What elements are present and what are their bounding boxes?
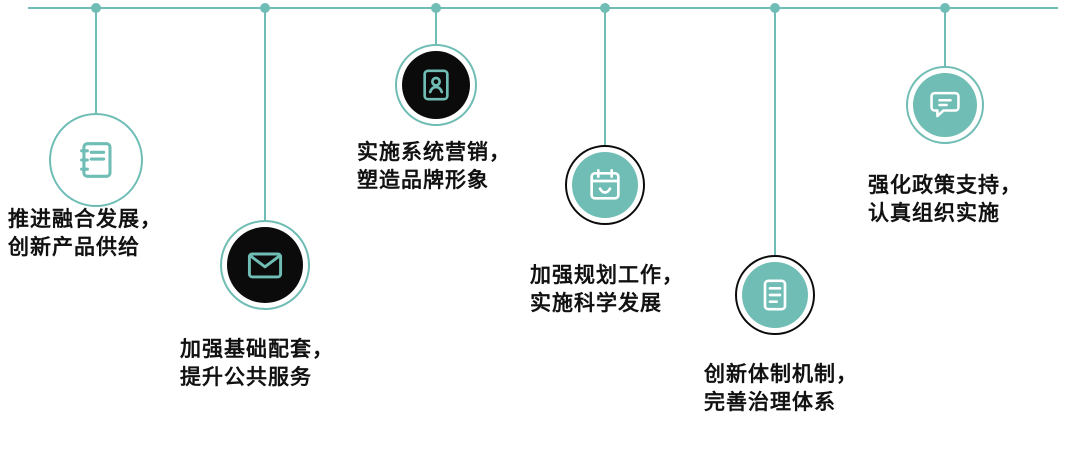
timeline-connector: [944, 8, 946, 66]
label-line: 塑造品牌形象: [357, 169, 489, 193]
label-line: 实施科学发展: [530, 292, 662, 316]
icon-circle-inner: [572, 152, 638, 218]
label-line: 认真组织实施: [868, 202, 1000, 226]
label-line: 强化政策支持，: [868, 174, 1022, 197]
icon-circle-inner: [402, 51, 470, 119]
timeline-icon-circle: [565, 145, 645, 225]
label-line: 实施系统营销，: [357, 141, 511, 164]
timeline-connector: [774, 8, 776, 255]
timeline-horizontal-line: [28, 7, 1058, 9]
timeline-icon-circle: [735, 255, 815, 335]
timeline-connector: [264, 8, 266, 220]
timeline-item-label: 推进融合发展， 创新产品供给: [8, 206, 162, 263]
timeline-connector: [604, 8, 606, 145]
document-icon: [763, 279, 787, 311]
icon-circle-inner: [56, 120, 136, 200]
timeline-icon-circle: [395, 44, 477, 126]
label-line: 提升公共服务: [180, 366, 312, 390]
speech-bubble-icon: [930, 91, 960, 118]
id-card-icon: [423, 69, 449, 101]
timeline-icon-circle: [906, 66, 984, 144]
timeline-item-label: 实施系统营销， 塑造品牌形象: [357, 139, 511, 196]
label-line: 创新产品供给: [8, 236, 140, 260]
icon-circle-inner: [742, 262, 808, 328]
icon-circle-inner: [227, 227, 303, 303]
timeline-icon-circle: [49, 113, 143, 207]
calendar-icon: [590, 169, 620, 200]
timeline-connector: [95, 8, 97, 113]
label-line: 推进融合发展，: [8, 208, 162, 231]
label-line: 完善治理体系: [704, 391, 836, 415]
timeline-item-label: 加强基础配套， 提升公共服务: [180, 336, 334, 393]
label-line: 加强规划工作，: [530, 264, 684, 287]
timeline-item-label: 强化政策支持， 认真组织实施: [868, 172, 1022, 229]
envelope-icon: [247, 252, 283, 279]
timeline-connector: [435, 8, 437, 44]
timeline-item-label: 加强规划工作， 实施科学发展: [530, 262, 684, 319]
timeline-icon-circle: [220, 220, 310, 310]
label-line: 创新体制机制，: [704, 363, 858, 386]
notebook-icon: [80, 142, 112, 178]
timeline-item-label: 创新体制机制， 完善治理体系: [704, 361, 858, 418]
icon-circle-inner: [913, 73, 977, 137]
label-line: 加强基础配套，: [180, 338, 334, 361]
